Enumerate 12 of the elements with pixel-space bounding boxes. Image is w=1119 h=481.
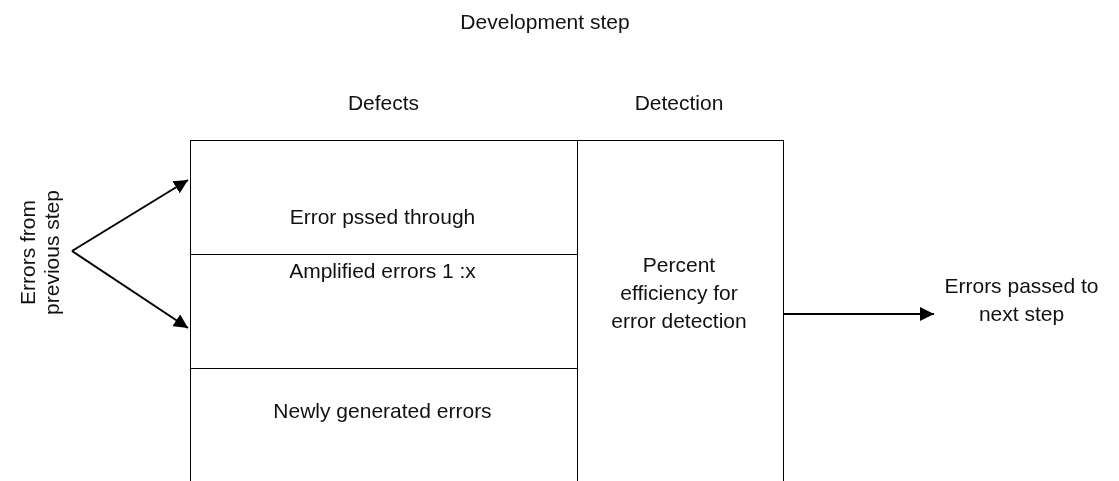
diagram-title: Development step	[459, 9, 631, 35]
arrow	[783, 307, 935, 321]
column-heading: Defects	[346, 90, 421, 116]
row-label: Error pssed through	[288, 204, 477, 230]
row-label: Newly generated errors	[272, 398, 493, 424]
output-text: Errors passed to next step	[943, 273, 1100, 327]
input-text: Errors from previous step	[16, 189, 64, 317]
row-label: Amplified errors 1 :x	[288, 258, 477, 284]
column-body: Percent efficiency for error detection	[610, 252, 748, 334]
arrow	[71, 179, 189, 252]
arrow	[71, 250, 189, 329]
column-heading: Detection	[633, 90, 725, 116]
